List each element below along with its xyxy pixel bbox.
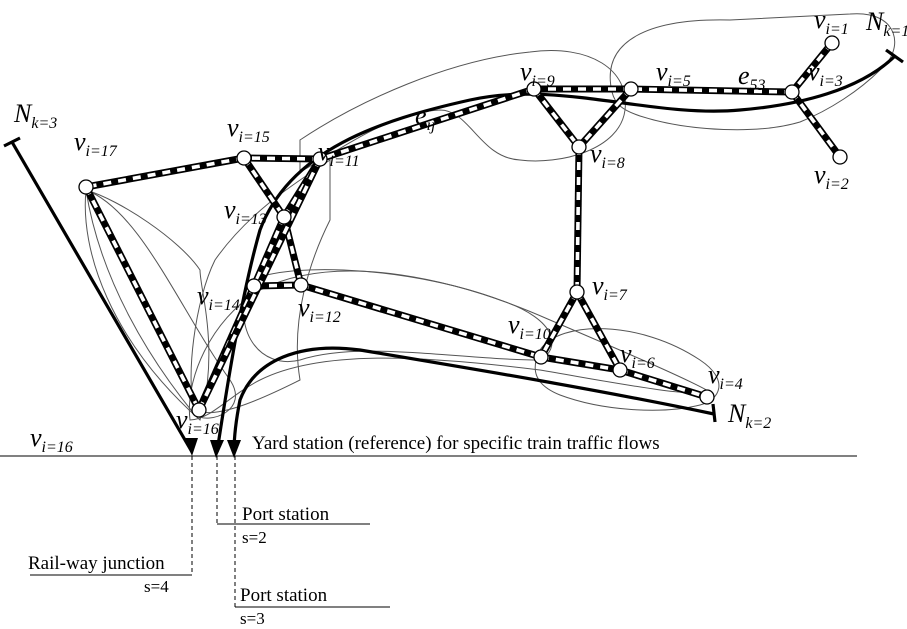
node-label-v17: vi=17 bbox=[74, 127, 118, 160]
node-label-v4: vi=4 bbox=[708, 360, 743, 393]
node-v12[interactable] bbox=[293, 277, 309, 293]
route-arrowhead-yard bbox=[210, 440, 224, 458]
node-v4[interactable] bbox=[699, 389, 715, 405]
edge-v3-v2 bbox=[789, 89, 843, 160]
edge-v7-v10 bbox=[537, 290, 581, 359]
edge-v12-v10 bbox=[299, 281, 543, 361]
node-v17[interactable] bbox=[78, 179, 94, 195]
node-v6[interactable] bbox=[612, 362, 628, 378]
edge-v1-v3 bbox=[789, 40, 835, 95]
edge-v9-v11 bbox=[318, 85, 536, 163]
edge-v9-v8 bbox=[531, 86, 582, 150]
route-nk1-to-yard bbox=[215, 54, 897, 453]
edge-v8-v7 bbox=[573, 146, 583, 293]
node-label-v12: vi=12 bbox=[298, 293, 341, 326]
region-outline-west bbox=[84, 189, 210, 421]
junction-name: Rail-way junction bbox=[28, 553, 165, 574]
region-outline-east bbox=[609, 13, 896, 131]
node-label-v2: vi=2 bbox=[814, 160, 849, 193]
node-label-v14: vi=14 bbox=[197, 281, 240, 314]
route-arrowhead-port3 bbox=[227, 440, 241, 458]
node-v1[interactable] bbox=[824, 35, 840, 51]
route-nk3-cap bbox=[3, 136, 21, 148]
edge-v17-v16 bbox=[82, 185, 203, 412]
port3-name: Port station bbox=[240, 585, 328, 606]
boundary-label-nk2: Nk=2 bbox=[727, 399, 771, 432]
node-label-v3: vi=3 bbox=[808, 57, 843, 90]
edge-label-eij: eij bbox=[415, 101, 436, 134]
edge-label-e53: e53 bbox=[738, 61, 766, 94]
route-arrowhead-junction bbox=[184, 438, 198, 456]
port3-s-value: s=3 bbox=[240, 609, 265, 628]
node-label-v15: vi=15 bbox=[227, 113, 270, 146]
node-v16[interactable] bbox=[191, 402, 207, 418]
node-label-v8: vi=8 bbox=[590, 139, 625, 172]
traffic-routes bbox=[3, 48, 904, 458]
edge-v13-v14 bbox=[250, 215, 288, 288]
edge-v3-v5 bbox=[630, 85, 793, 96]
port2-name: Port station bbox=[242, 504, 330, 525]
edge-v7-v6 bbox=[573, 290, 624, 372]
node-label-v13: vi=13 bbox=[224, 195, 267, 228]
edge-v15-v13 bbox=[241, 156, 287, 219]
network-nodes bbox=[78, 35, 848, 418]
node-label-v6: vi=6 bbox=[620, 339, 655, 372]
node-v2[interactable] bbox=[832, 149, 848, 165]
node-label-v5: vi=5 bbox=[656, 57, 691, 90]
baseline-node-label: vi=16 bbox=[30, 423, 73, 456]
route-nk2-to-port3 bbox=[232, 346, 715, 453]
node-v3[interactable] bbox=[784, 84, 800, 100]
node-v10[interactable] bbox=[533, 349, 549, 365]
node-v13[interactable] bbox=[276, 209, 292, 225]
baseline-annotations: vi=16 Yard station (reference) for speci… bbox=[0, 423, 857, 628]
node-v7[interactable] bbox=[569, 284, 585, 300]
edge-v15-v17 bbox=[85, 154, 245, 191]
node-v9[interactable] bbox=[526, 81, 542, 97]
node-labels: vi=1 vi=2 vi=3 vi=4 vi=5 vi=6 vi=7 vi=8 vi=9 vi=1… bbox=[74, 5, 849, 438]
node-label-v7: vi=7 bbox=[592, 271, 628, 304]
boundary-labels: Nk=1 Nk=2 Nk=3 bbox=[13, 7, 907, 432]
edge-v6-v4 bbox=[618, 366, 709, 401]
boundary-label-nk3: Nk=3 bbox=[13, 99, 57, 132]
yard-station-label: Yard station (reference) for specific tr… bbox=[252, 433, 660, 454]
boundary-label-nk1: Nk=1 bbox=[865, 7, 907, 40]
port2-s-value: s=2 bbox=[242, 528, 267, 547]
node-v8[interactable] bbox=[571, 139, 587, 155]
edge-labels: eij e53 bbox=[415, 61, 766, 134]
network-edges bbox=[82, 40, 843, 412]
node-v11[interactable] bbox=[312, 151, 328, 167]
edge-v10-v6 bbox=[540, 353, 621, 374]
edge-v5-v8 bbox=[576, 86, 634, 150]
node-v14[interactable] bbox=[246, 278, 262, 294]
route-nk2-cap bbox=[711, 403, 717, 423]
route-nk1-cap bbox=[885, 48, 904, 64]
node-label-v1: vi=1 bbox=[814, 5, 849, 38]
edge-v11-v15 bbox=[243, 154, 321, 163]
junction-s-value: s=4 bbox=[144, 577, 169, 596]
route-nk3-to-junction bbox=[10, 141, 194, 453]
node-v5[interactable] bbox=[623, 81, 639, 97]
node-label-v16: vi=16 bbox=[176, 405, 219, 438]
node-label-v9: vi=9 bbox=[520, 57, 555, 90]
node-v15[interactable] bbox=[236, 150, 252, 166]
node-label-v11: vi=11 bbox=[318, 137, 360, 170]
region-outline-south-east bbox=[534, 328, 720, 411]
node-label-v10: vi=10 bbox=[508, 310, 551, 343]
region-outlines bbox=[84, 13, 896, 421]
